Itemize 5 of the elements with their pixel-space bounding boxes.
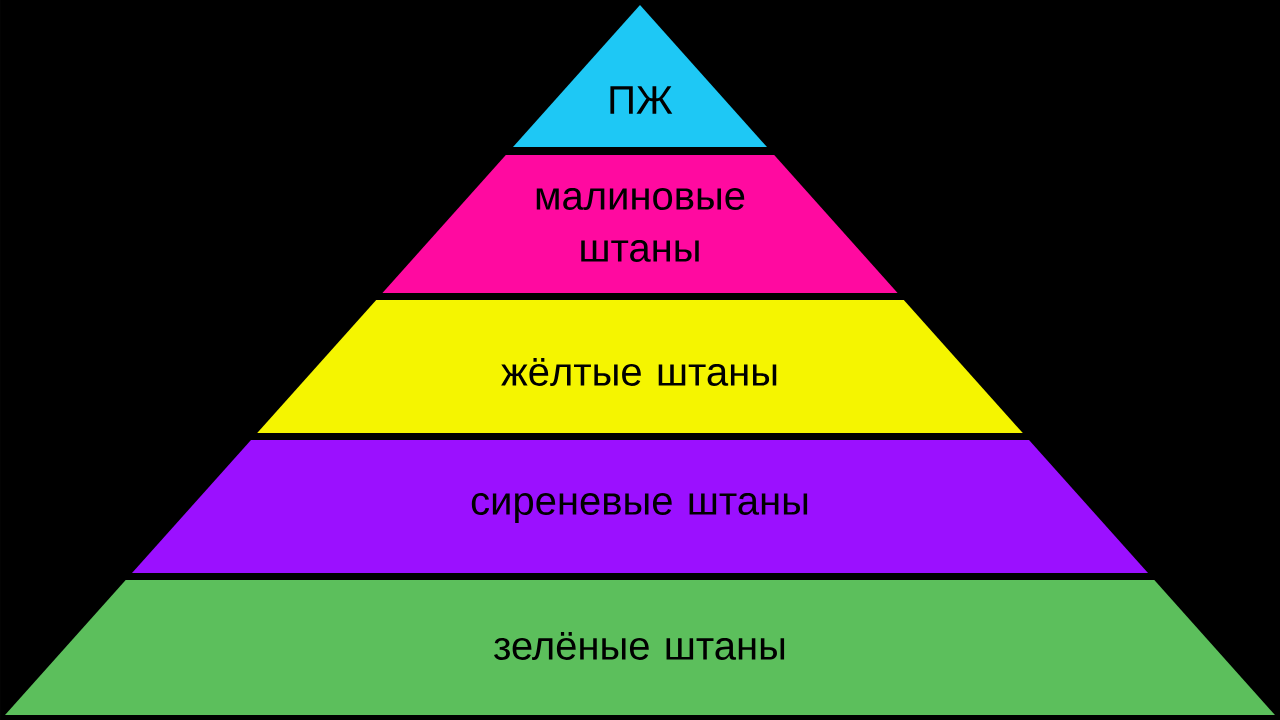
- pyramid-tier: зелёные штаны: [5, 580, 1275, 715]
- pyramid-tier: малиновые штаны: [382, 155, 898, 293]
- pyramid-tier: сиреневые штаны: [132, 440, 1148, 573]
- pyramid-tier: жёлтые штаны: [257, 300, 1023, 433]
- pyramid-tier: ПЖ: [513, 5, 767, 147]
